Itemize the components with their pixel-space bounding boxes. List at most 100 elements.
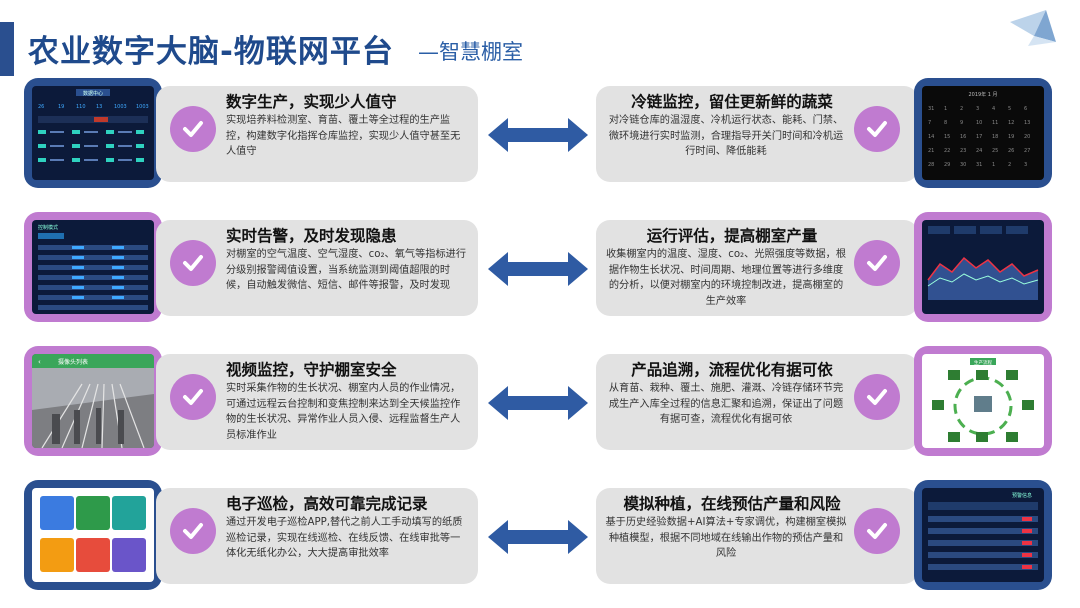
svg-text:21: 21 bbox=[928, 148, 934, 154]
feature-row-3: 摄像头列表 ‹ 视频监控，守护棚室安全 实时采集作物的生长状况、棚室内人员的作业… bbox=[0, 346, 1080, 456]
svg-text:27: 27 bbox=[1024, 148, 1030, 154]
checkmark-icon bbox=[854, 374, 900, 420]
svg-text:7: 7 bbox=[928, 120, 931, 126]
svg-text:22: 22 bbox=[944, 148, 950, 154]
svg-text:1003: 1003 bbox=[136, 104, 149, 110]
video-monitor-thumbnail: 摄像头列表 ‹ bbox=[24, 346, 162, 456]
svg-text:2: 2 bbox=[960, 106, 963, 112]
checkmark-icon bbox=[170, 374, 216, 420]
svg-text:13: 13 bbox=[1024, 120, 1030, 126]
svg-text:2: 2 bbox=[1008, 162, 1011, 168]
svg-text:14: 14 bbox=[928, 134, 934, 140]
svg-text:29: 29 bbox=[944, 162, 950, 168]
svg-text:19: 19 bbox=[1008, 134, 1014, 140]
svg-text:5: 5 bbox=[1008, 106, 1011, 112]
feature-description: 实现培养料检测室、育苗、覆土等全过程的生产监控，构建数字化指挥仓库监控，实现少人… bbox=[226, 115, 461, 157]
feature-card-e-inspection: 电子巡检，高效可靠完成记录 通过开发电子巡检APP,替代之前人工手动填写的纸质巡… bbox=[156, 488, 478, 584]
svg-text:8: 8 bbox=[944, 120, 947, 126]
feature-row-2: 控制模式 实时告警，及时发现隐患 对棚室的空气温 bbox=[0, 212, 1080, 322]
svg-text:31: 31 bbox=[976, 162, 982, 168]
svg-text:26: 26 bbox=[1008, 148, 1014, 154]
svg-text:17: 17 bbox=[976, 134, 982, 140]
origami-logo-icon bbox=[1010, 10, 1056, 46]
checkmark-icon bbox=[854, 240, 900, 286]
feature-title: 实时告警，及时发现隐患 bbox=[226, 227, 397, 245]
svg-text:19: 19 bbox=[58, 104, 64, 110]
warning-table-thumbnail: 预警信息 bbox=[914, 480, 1052, 590]
svg-text:24: 24 bbox=[976, 148, 982, 154]
svg-text:31: 31 bbox=[928, 106, 934, 112]
svg-text:3: 3 bbox=[1024, 162, 1027, 168]
double-arrow-icon bbox=[488, 252, 588, 286]
feature-description: 从育苗、栽种、覆土、施肥、灌溉、冷链存储环节完成生产入库全过程的信息汇聚和追溯，… bbox=[608, 383, 844, 425]
svg-text:‹: ‹ bbox=[38, 358, 41, 366]
feature-title: 运行评估，提高棚室产量 bbox=[646, 227, 818, 245]
checkmark-icon bbox=[170, 508, 216, 554]
feature-row-4: 电子巡检，高效可靠完成记录 通过开发电子巡检APP,替代之前人工手动填写的纸质巡… bbox=[0, 480, 1080, 590]
svg-text:26: 26 bbox=[38, 104, 44, 110]
digital-production-thumbnail: 数据中心 26 19 110 13 1003 1003 bbox=[24, 78, 162, 188]
checkmark-icon bbox=[854, 106, 900, 152]
svg-text:控制模式: 控制模式 bbox=[38, 224, 58, 231]
svg-text:1: 1 bbox=[944, 106, 947, 112]
double-arrow-icon bbox=[488, 520, 588, 554]
page-title: 农业数字大脑-物联网平台 bbox=[28, 34, 394, 70]
svg-text:110: 110 bbox=[76, 104, 86, 110]
feature-description: 通过开发电子巡检APP,替代之前人工手动填写的纸质巡检记录，实现在线巡检、在线反… bbox=[226, 517, 463, 559]
page-subtitle: —智慧棚室 bbox=[418, 40, 523, 64]
feature-title: 产品追溯，流程优化有据可依 bbox=[631, 361, 833, 379]
traceability-flow-thumbnail: 生产流程 bbox=[914, 346, 1052, 456]
feature-card-simulated-planting: 模拟种植，在线预估产量和风险 基于历史经验数据+AI算法+专家调优，构建棚室模拟… bbox=[596, 488, 918, 584]
title-accent-bar bbox=[0, 22, 14, 76]
feature-title: 冷链监控，留住更新鲜的蔬菜 bbox=[631, 93, 833, 111]
feature-card-realtime-alarm: 实时告警，及时发现隐患 对棚室的空气温度、空气湿度、co₂、氧气等指标进行分级别… bbox=[156, 220, 478, 316]
feature-description: 收集棚室内的温度、湿度、co₂、光照强度等数据，根据作物生长状况、时间周期、地理… bbox=[605, 249, 847, 307]
svg-text:2019年 1 月: 2019年 1 月 bbox=[968, 91, 997, 98]
feature-card-cold-chain: 冷链监控，留住更新鲜的蔬菜 对冷链仓库的温湿度、冷机运行状态、能耗、门禁、微环境… bbox=[596, 86, 918, 182]
checkmark-icon bbox=[170, 106, 216, 152]
svg-text:30: 30 bbox=[960, 162, 966, 168]
svg-text:摄像头列表: 摄像头列表 bbox=[58, 358, 88, 366]
feature-description: 基于历史经验数据+AI算法+专家调优，构建棚室模拟种植模型，根据不同地域在线输出… bbox=[605, 517, 847, 559]
svg-text:23: 23 bbox=[960, 148, 966, 154]
double-arrow-icon bbox=[488, 386, 588, 420]
svg-text:1: 1 bbox=[992, 162, 995, 168]
svg-text:1003: 1003 bbox=[114, 104, 127, 110]
svg-text:20: 20 bbox=[1024, 134, 1030, 140]
feature-card-digital-production: 数字生产，实现少人值守 实现培养料检测室、育苗、覆土等全过程的生产监控，构建数字… bbox=[156, 86, 478, 182]
svg-text:预警信息: 预警信息 bbox=[1012, 492, 1032, 499]
svg-text:25: 25 bbox=[992, 148, 998, 154]
svg-text:18: 18 bbox=[992, 134, 998, 140]
svg-text:9: 9 bbox=[960, 120, 963, 126]
feature-title: 数字生产，实现少人值守 bbox=[226, 93, 397, 111]
feature-card-traceability: 产品追溯，流程优化有据可依 从育苗、栽种、覆土、施肥、灌溉、冷链存储环节完成生产… bbox=[596, 354, 918, 450]
svg-text:4: 4 bbox=[992, 106, 995, 112]
feature-description: 实时采集作物的生长状况、棚室内人员的作业情况，可通过远程云台控制和变焦控制来达到… bbox=[226, 383, 461, 441]
svg-text:3: 3 bbox=[976, 106, 979, 112]
svg-text:11: 11 bbox=[992, 120, 998, 126]
checkmark-icon bbox=[170, 240, 216, 286]
feature-card-operation-evaluation: 运行评估，提高棚室产量 收集棚室内的温度、湿度、co₂、光照强度等数据，根据作物… bbox=[596, 220, 918, 316]
inspection-app-thumbnail bbox=[24, 480, 162, 590]
checkmark-icon bbox=[854, 508, 900, 554]
svg-text:28: 28 bbox=[928, 162, 934, 168]
feature-title: 电子巡检，高效可靠完成记录 bbox=[226, 495, 428, 513]
svg-text:6: 6 bbox=[1024, 106, 1027, 112]
svg-text:13: 13 bbox=[96, 104, 102, 110]
feature-description: 对棚室的空气温度、空气湿度、co₂、氧气等指标进行分级别报警阈值设置，当系统监测… bbox=[226, 249, 467, 291]
evaluation-chart-thumbnail bbox=[914, 212, 1052, 322]
svg-text:12: 12 bbox=[1008, 120, 1014, 126]
feature-title: 模拟种植，在线预估产量和风险 bbox=[623, 495, 841, 513]
double-arrow-icon bbox=[488, 118, 588, 152]
feature-card-video-monitor: 视频监控，守护棚室安全 实时采集作物的生长状况、棚室内人员的作业情况，可通过远程… bbox=[156, 354, 478, 450]
svg-text:数据中心: 数据中心 bbox=[83, 90, 103, 97]
svg-text:16: 16 bbox=[960, 134, 966, 140]
alarm-control-thumbnail: 控制模式 bbox=[24, 212, 162, 322]
feature-title: 视频监控，守护棚室安全 bbox=[226, 361, 397, 379]
svg-text:生产流程: 生产流程 bbox=[974, 359, 992, 366]
feature-description: 对冷链仓库的温湿度、冷机运行状态、能耗、门禁、微环境进行实时监测，合理指导开关门… bbox=[608, 115, 844, 157]
svg-text:10: 10 bbox=[976, 120, 982, 126]
svg-text:15: 15 bbox=[944, 134, 950, 140]
